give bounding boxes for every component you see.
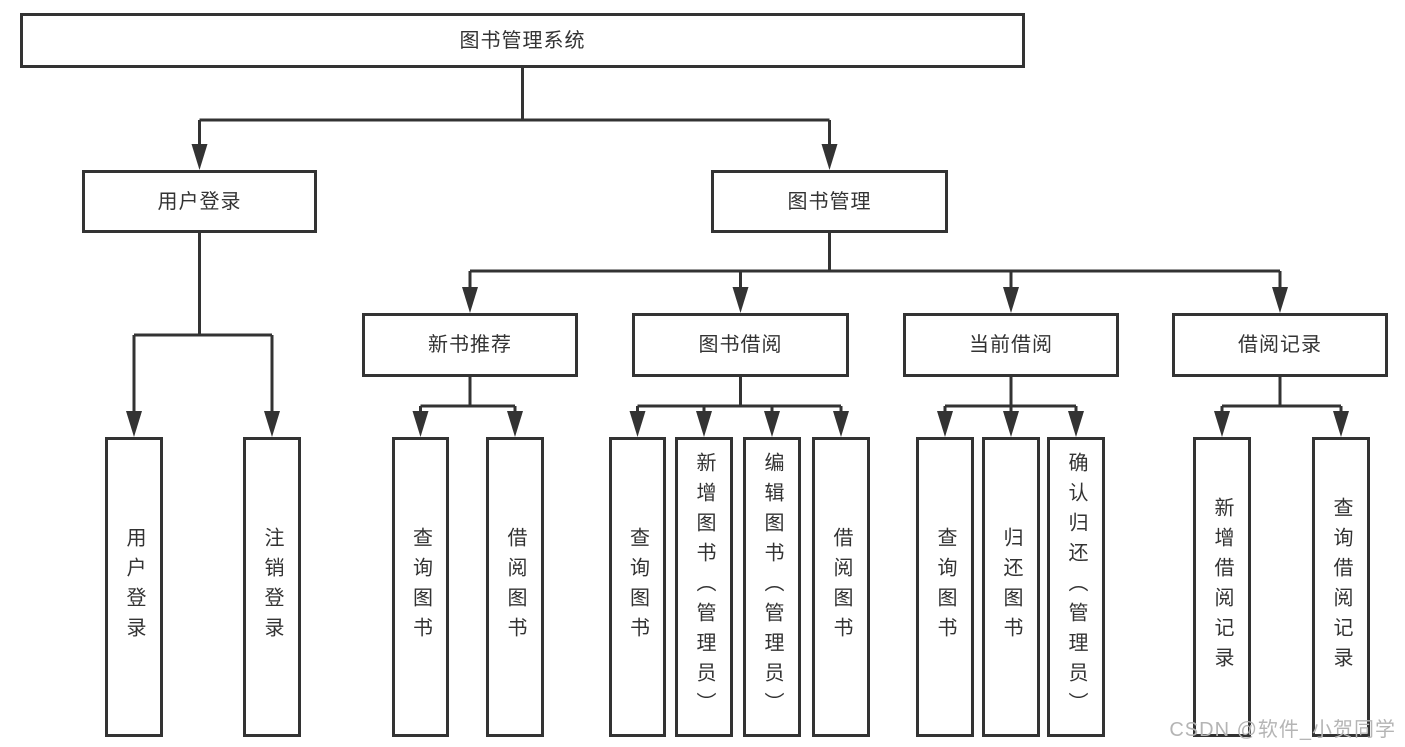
node-label: 图书管理 <box>787 190 872 213</box>
node-label: 用户登录 <box>123 527 145 647</box>
arrowhead <box>821 144 838 170</box>
node-br-add: 新增借阅记录 <box>1193 437 1251 737</box>
node-newrec: 新书推荐 <box>362 313 578 377</box>
node-nr-query: 查询图书 <box>392 437 449 737</box>
node-label: 当前借阅 <box>969 334 1053 356</box>
arrowhead <box>126 411 142 437</box>
arrowhead <box>1333 411 1349 437</box>
node-bb-add: 新增图书（管理员） <box>675 437 733 737</box>
node-label: 查询借阅记录 <box>1330 497 1352 677</box>
node-label: 新增图书（管理员） <box>693 452 715 722</box>
node-bb-edit: 编辑图书（管理员） <box>743 437 801 737</box>
arrowhead <box>937 411 953 437</box>
node-label: 图书借阅 <box>698 334 783 356</box>
arrowhead <box>264 411 280 437</box>
node-label: 新书推荐 <box>428 334 512 356</box>
node-label: 确认归还（管理员） <box>1065 452 1087 722</box>
node-mgmt: 图书管理 <box>711 170 948 233</box>
node-current: 当前借阅 <box>903 313 1119 377</box>
arrowhead <box>764 411 780 437</box>
arrowhead <box>732 287 749 313</box>
node-login: 用户登录 <box>82 170 317 233</box>
node-label: 查询图书 <box>409 527 432 647</box>
node-label: 注销登录 <box>261 527 283 647</box>
arrowhead <box>629 411 646 437</box>
arrowhead <box>507 411 523 437</box>
arrowhead <box>1272 287 1288 313</box>
arrowhead <box>412 411 429 437</box>
arrowhead <box>1003 287 1019 313</box>
node-root: 图书管理系统 <box>20 13 1025 68</box>
node-label: 借阅记录 <box>1238 334 1322 356</box>
node-br-query: 查询借阅记录 <box>1312 437 1370 737</box>
node-label: 归还图书 <box>1000 527 1022 647</box>
node-cb-confirm: 确认归还（管理员） <box>1047 437 1105 737</box>
node-cb-return: 归还图书 <box>982 437 1040 737</box>
node-bb-query: 查询图书 <box>609 437 666 737</box>
arrowhead <box>462 287 478 313</box>
node-label: 查询图书 <box>626 527 649 647</box>
node-label: 编辑图书（管理员） <box>761 452 783 722</box>
arrowhead <box>1068 411 1084 437</box>
node-logout: 注销登录 <box>243 437 301 737</box>
node-label: 借阅图书 <box>830 527 852 647</box>
arrowhead <box>1003 411 1019 437</box>
node-user-login: 用户登录 <box>105 437 163 737</box>
node-nr-borrow: 借阅图书 <box>486 437 544 737</box>
arrowhead <box>1214 411 1230 437</box>
watermark-text: CSDN @软件_小贺同学 <box>1169 719 1396 741</box>
node-label: 新增借阅记录 <box>1211 497 1233 677</box>
node-cb-query: 查询图书 <box>916 437 974 737</box>
arrowhead <box>833 411 849 437</box>
node-borrow: 图书借阅 <box>632 313 849 377</box>
node-records: 借阅记录 <box>1172 313 1388 377</box>
connector-lines <box>132 68 1343 413</box>
node-label: 借阅图书 <box>504 527 526 647</box>
arrowhead <box>696 411 712 437</box>
node-label: 用户登录 <box>157 190 242 213</box>
node-bb-borrow: 借阅图书 <box>812 437 870 737</box>
node-label: 查询图书 <box>934 527 956 647</box>
arrowhead <box>191 144 208 170</box>
node-label: 图书管理系统 <box>459 29 586 52</box>
